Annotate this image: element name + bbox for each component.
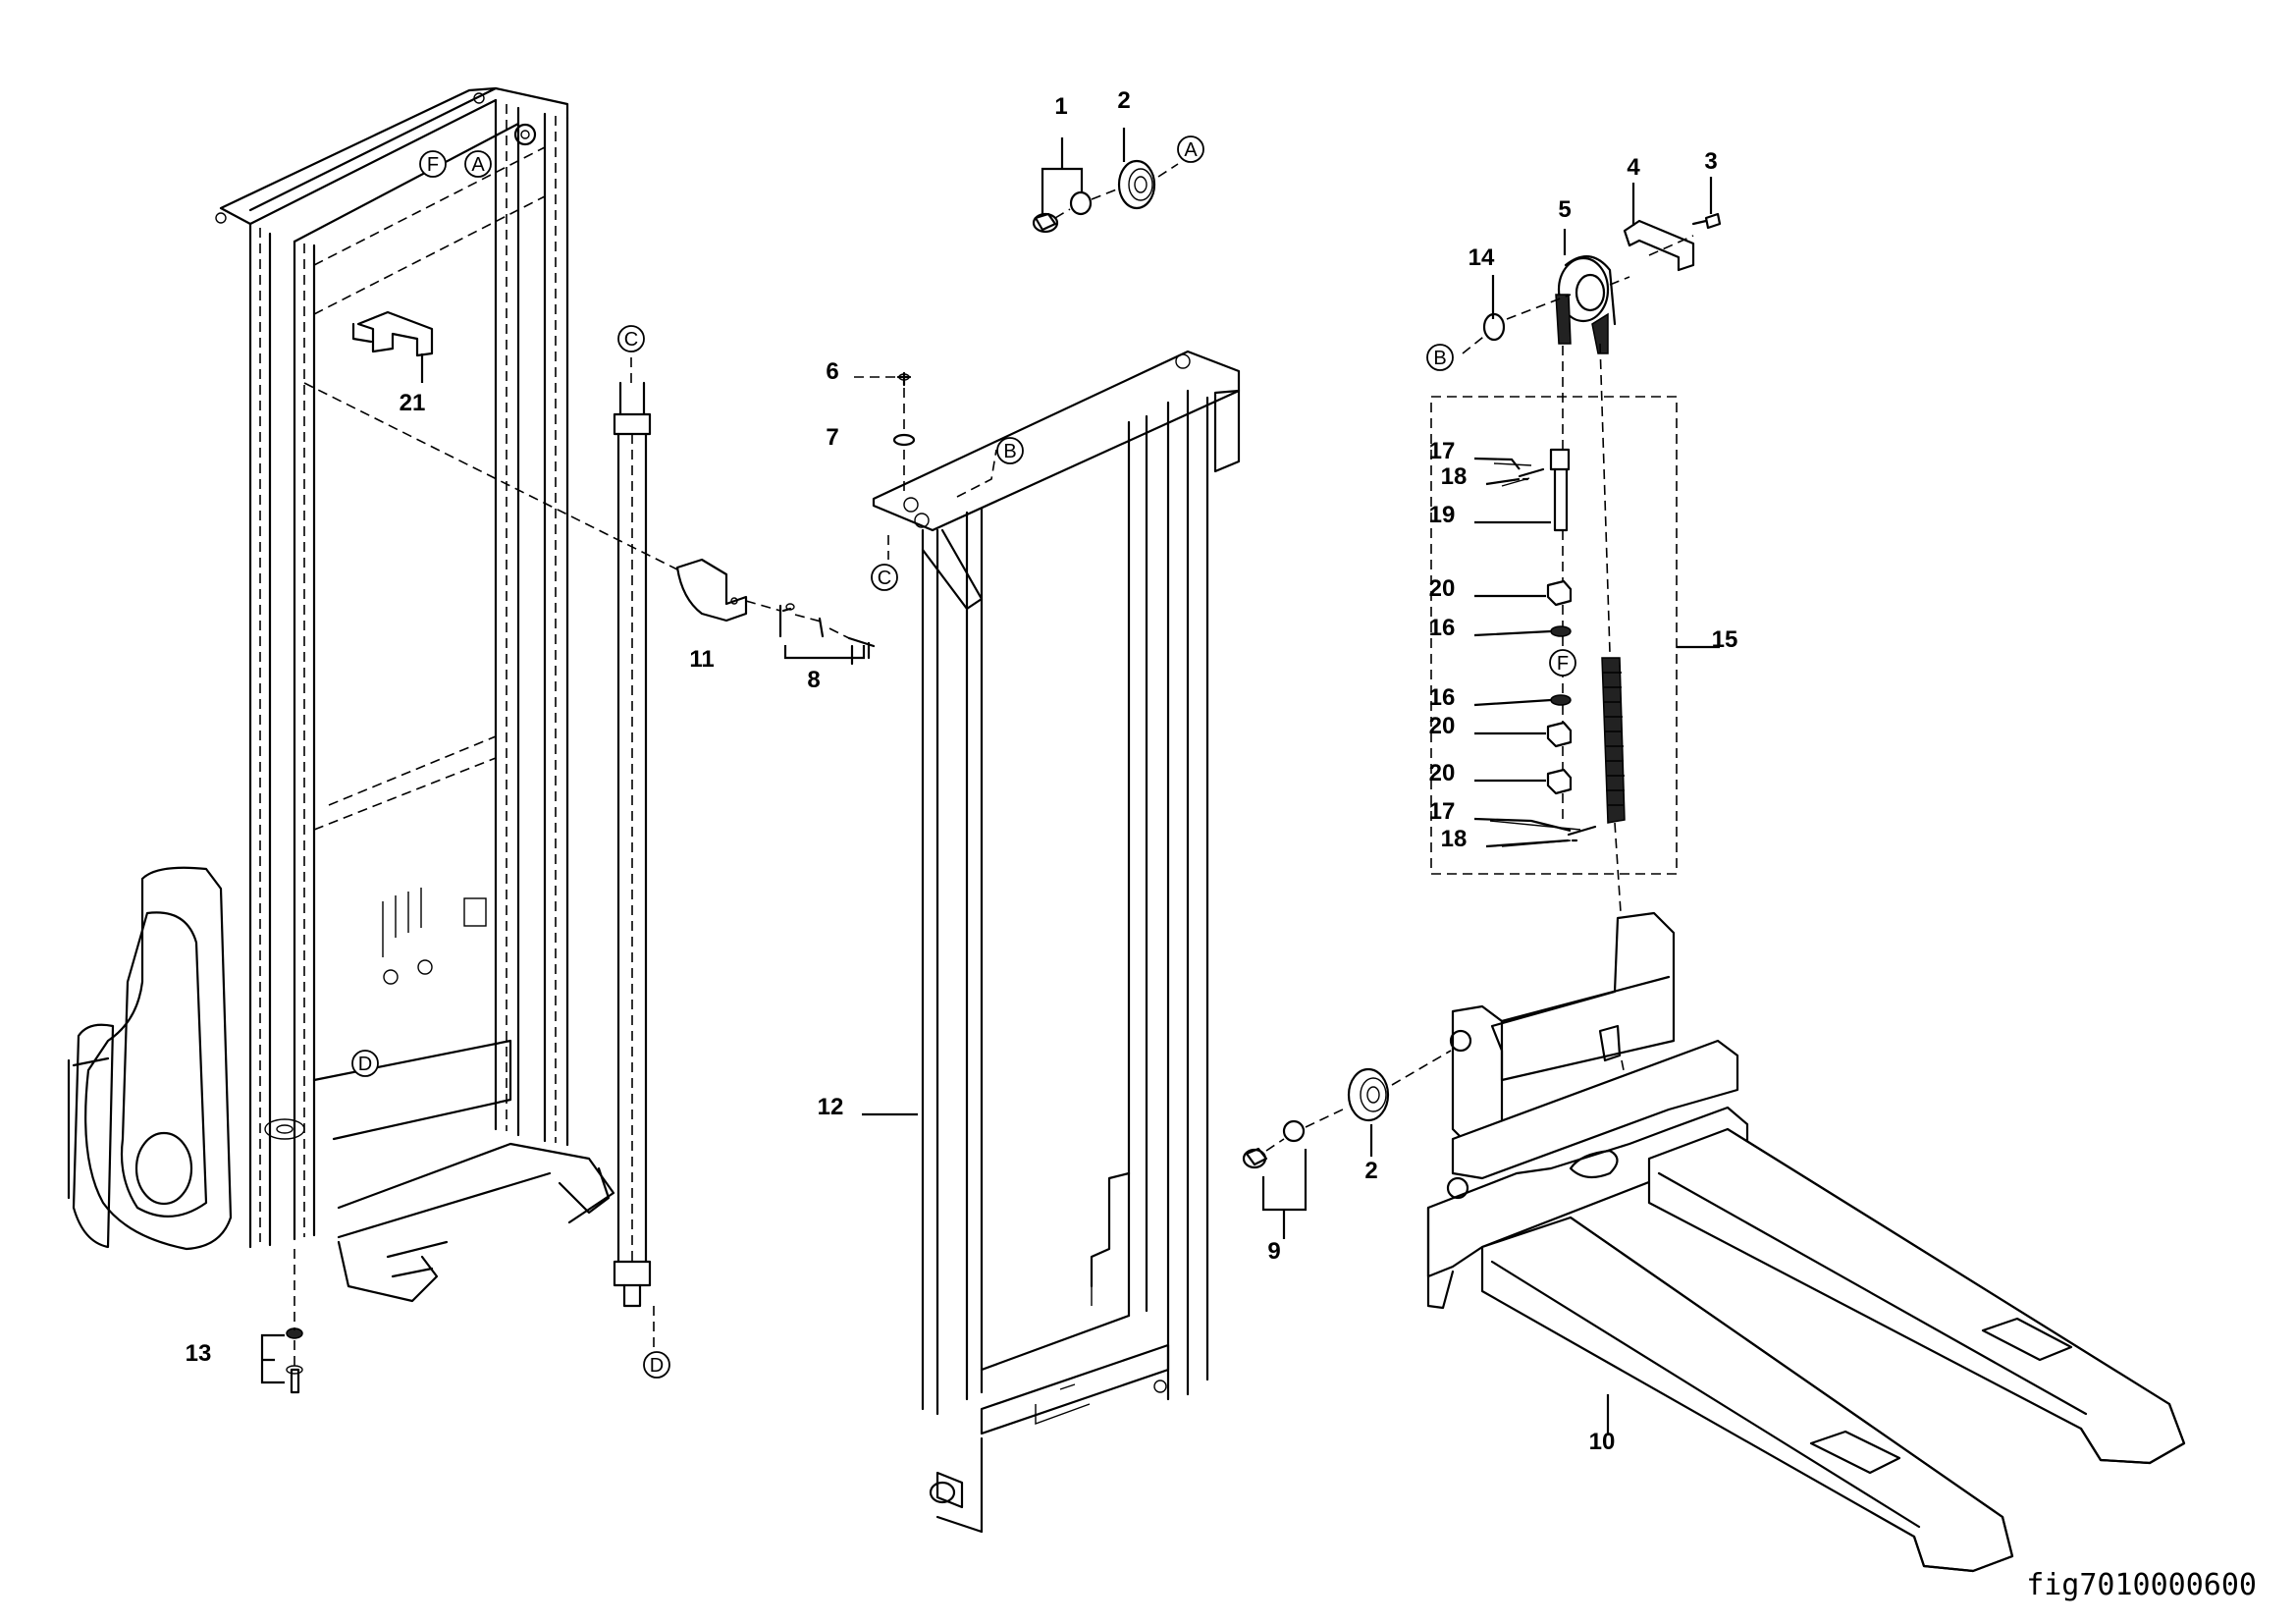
callout-c6: 6 <box>826 358 838 385</box>
reference-marker-rD1: D <box>351 1050 379 1077</box>
callout-c15: 15 <box>1712 626 1738 653</box>
reference-marker-rA1: A <box>464 150 492 178</box>
callout-c9: 9 <box>1267 1238 1280 1265</box>
callout-c13: 13 <box>186 1340 212 1367</box>
reference-marker-rD2: D <box>643 1351 670 1379</box>
callout-c5: 5 <box>1558 196 1571 223</box>
callout-c20c: 20 <box>1429 760 1456 786</box>
figure-id: fig7010000600 <box>2026 1568 2257 1602</box>
fork-carriage <box>1426 911 2186 1573</box>
svg-text:B: B <box>1433 348 1446 369</box>
callout-c16b: 16 <box>1429 684 1456 711</box>
reference-marker-rC1: C <box>617 325 645 352</box>
callout-c10: 10 <box>1589 1429 1616 1455</box>
callout-c1: 1 <box>1054 93 1067 120</box>
callout-c11: 11 <box>689 646 714 673</box>
clamp-and-pins <box>303 382 876 666</box>
callout-c7: 7 <box>826 424 838 451</box>
svg-text:C: C <box>878 568 891 589</box>
inner-mast <box>854 350 1241 1534</box>
callout-c21: 21 <box>400 390 426 416</box>
callout-c18b: 18 <box>1441 826 1468 852</box>
reference-marker-rB2: B <box>1426 344 1454 371</box>
reference-marker-rB1: B <box>996 437 1024 464</box>
bearing-assembly-top <box>1032 128 1179 234</box>
callout-c4: 4 <box>1627 154 1640 181</box>
outer-mast-frame <box>67 86 615 1394</box>
callout-c12: 12 <box>818 1094 844 1120</box>
callout-c19: 19 <box>1429 502 1456 528</box>
svg-text:B: B <box>1003 441 1016 462</box>
callout-c16a: 16 <box>1429 615 1456 641</box>
reference-marker-rF2: F <box>1549 649 1576 677</box>
callout-c14: 14 <box>1468 244 1495 271</box>
callout-c3: 3 <box>1704 148 1717 175</box>
callout-c18a: 18 <box>1441 463 1468 490</box>
reference-markers: A F A C B C B F D D <box>351 135 1576 1379</box>
svg-text:A: A <box>1184 139 1198 161</box>
callout-c17a: 17 <box>1429 438 1456 464</box>
callout-c2a: 2 <box>1117 87 1130 114</box>
svg-text:F: F <box>1557 653 1569 675</box>
svg-text:A: A <box>471 154 485 176</box>
svg-text:C: C <box>624 329 638 351</box>
svg-text:F: F <box>427 154 439 176</box>
lift-rod <box>613 357 655 1347</box>
chain-assembly-box <box>1430 343 1720 1042</box>
callout-c17b: 17 <box>1429 798 1456 825</box>
reference-marker-rC2: C <box>871 564 898 591</box>
svg-text:D: D <box>650 1355 664 1377</box>
callout-c20a: 20 <box>1429 575 1456 602</box>
bearing-assembly-bottom <box>1242 1050 1452 1239</box>
callout-c8: 8 <box>807 667 820 693</box>
callout-c20b: 20 <box>1429 713 1456 739</box>
reference-marker-rA2: A <box>1177 135 1204 163</box>
sprocket-assembly <box>1462 177 1722 354</box>
svg-text:D: D <box>358 1054 372 1075</box>
callout-c2b: 2 <box>1364 1158 1377 1184</box>
reference-marker-rF1: F <box>419 150 447 178</box>
